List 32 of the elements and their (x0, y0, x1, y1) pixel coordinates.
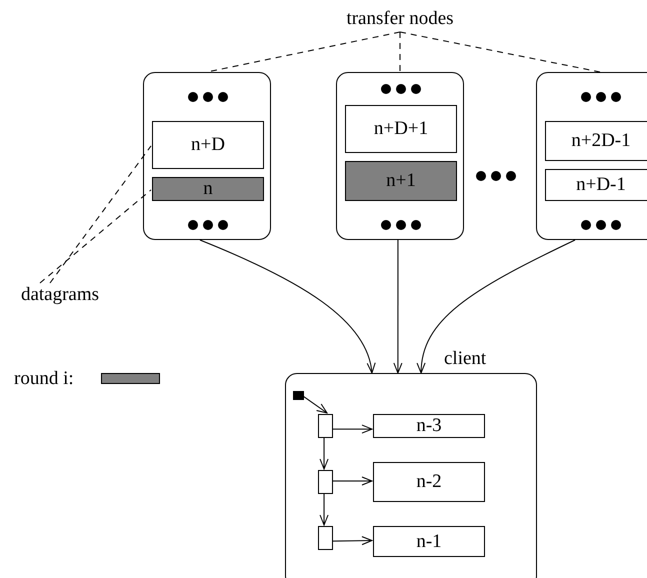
start-marker (293, 391, 304, 400)
datagram-box: n+2D-1 (545, 121, 647, 161)
arrow (332, 476, 372, 486)
legend-label: round i: (14, 368, 74, 390)
datagram-box: n-1 (373, 526, 485, 557)
leader-line (40, 189, 152, 284)
text-label: transfer nodes (340, 6, 460, 32)
datagram-box: n (152, 177, 264, 201)
datagram-box: n+D+1 (345, 105, 457, 153)
pointer-box (318, 470, 333, 494)
datagram-box: n-3 (373, 414, 485, 438)
datagram-box: n-2 (373, 462, 485, 502)
transfer-node-box (143, 72, 271, 240)
datagram-box: n+D (152, 121, 264, 169)
arrow (320, 492, 329, 526)
pointer-box (318, 414, 333, 438)
text-label: datagrams (10, 283, 110, 307)
transfer-node-box (536, 72, 647, 240)
arrow (199, 240, 375, 374)
arrow (393, 240, 402, 374)
arrow (332, 536, 372, 546)
leader-line (50, 145, 152, 284)
transfer-node-box (336, 72, 464, 240)
leader-line (400, 32, 600, 72)
pointer-box (318, 526, 333, 550)
datagram-box: n+D-1 (545, 169, 647, 201)
datagram-box: n+1 (345, 161, 457, 201)
arrow (320, 436, 329, 470)
arrow (417, 240, 576, 374)
arrow (302, 396, 328, 414)
node-heading: client (444, 348, 486, 370)
arrow (332, 424, 372, 434)
